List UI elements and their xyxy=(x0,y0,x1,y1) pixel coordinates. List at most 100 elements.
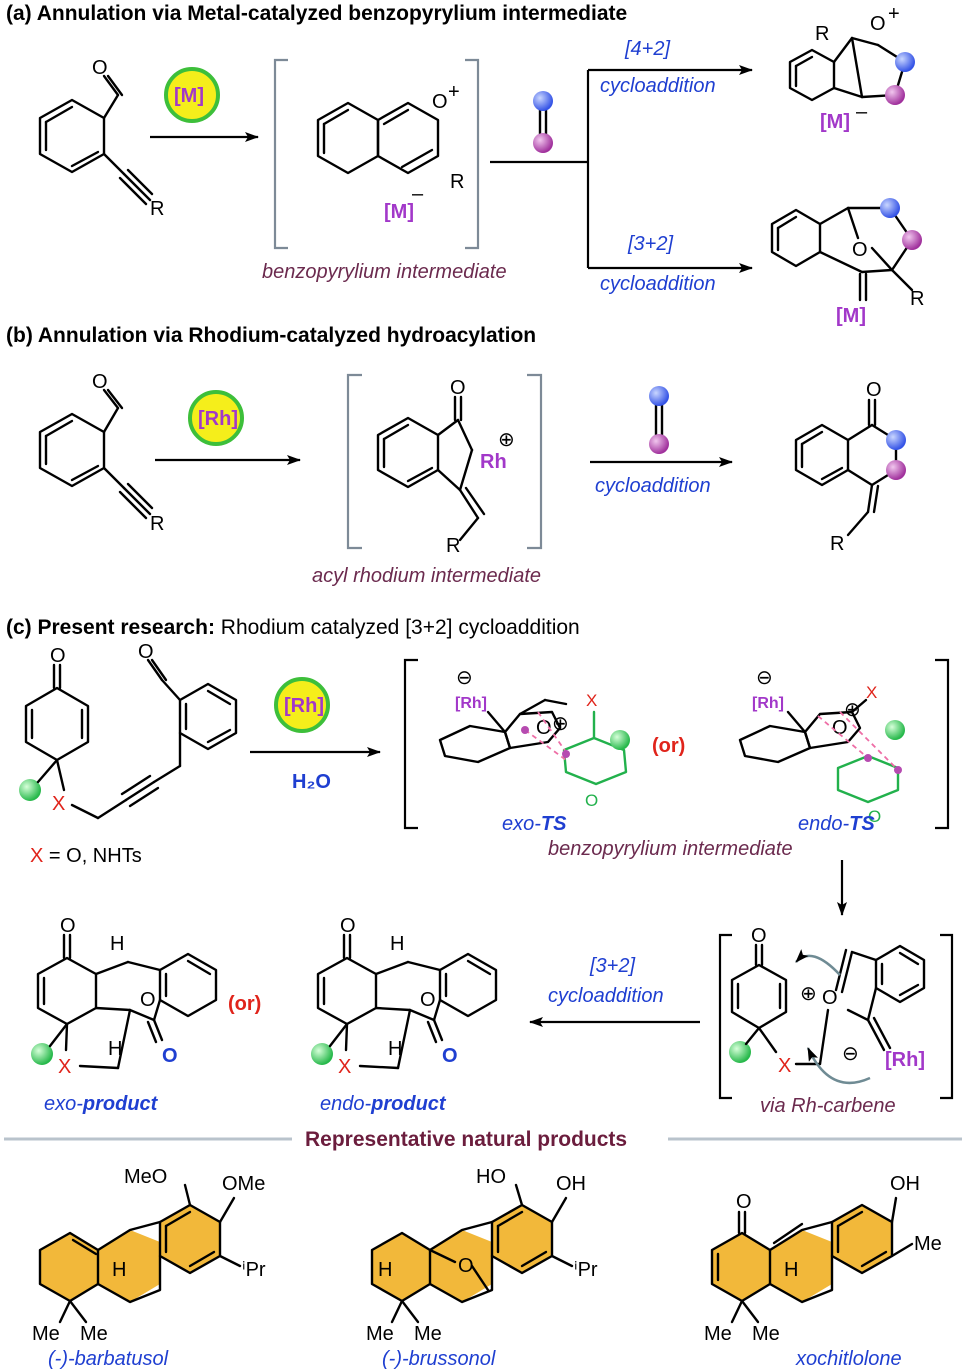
h-atom: H xyxy=(112,1259,126,1281)
methyl-right: Me xyxy=(752,1323,780,1345)
x-atom: X xyxy=(778,1055,791,1077)
metal-label: [M] xyxy=(836,305,866,327)
bracket-left-carbene xyxy=(718,933,732,1100)
r-group: R xyxy=(830,533,844,555)
aldehyde-o: O xyxy=(138,641,154,663)
r-group: R xyxy=(910,288,924,310)
alkynyl-benzaldehyde-a: O R xyxy=(38,57,164,220)
enone-o: O xyxy=(868,807,881,826)
plus-circle: ⊕ xyxy=(844,699,861,721)
h-atom-bottom: H xyxy=(388,1038,402,1060)
section-a-title: (a) Annulation via Metal-catalyzed benzo… xyxy=(6,2,627,25)
methyl-left: Me xyxy=(366,1323,394,1345)
endo-ts-bold: TS xyxy=(849,813,875,835)
endo-ts-prefix: endo- xyxy=(798,813,849,835)
charge-plus: + xyxy=(448,81,460,103)
methyl-left: Me xyxy=(704,1323,732,1345)
methoxy-right: OMe xyxy=(222,1173,265,1195)
brussonol-structure: HO OH ⁱPr Me Me H O xyxy=(366,1166,598,1345)
h-atom-bottom: H xyxy=(108,1038,122,1060)
enone-o: O xyxy=(585,791,598,810)
carbonyl-o-blue: O xyxy=(162,1045,178,1067)
benzopyrylium-label-a: benzopyrylium intermediate xyxy=(262,261,507,283)
exo-ts-bold: TS xyxy=(541,813,567,835)
upper-arrow-label-bottom: cycloaddition xyxy=(600,75,716,97)
section-b-title: (b) Annulation via Rhodium-catalyzed hyd… xyxy=(6,324,536,347)
ketone-o: O xyxy=(340,915,356,937)
pyrylium-o: O xyxy=(432,91,448,113)
x-values: = O, NHTs xyxy=(43,845,141,867)
catalyst-m: [M] xyxy=(174,85,204,107)
lower-arrow-label-bottom: cycloaddition xyxy=(600,273,716,295)
exo-ts-structure: ⊖ [Rh] O ⊕ X O xyxy=(438,667,630,810)
carbene-label: via Rh-carbene xyxy=(760,1095,896,1117)
methoxy-left: MeO xyxy=(124,1166,167,1188)
brussonol-label: (-)-brussonol xyxy=(382,1348,496,1370)
dipolarophile-b xyxy=(649,386,669,454)
r-group: R xyxy=(450,171,464,193)
charge-minus: – xyxy=(412,183,424,205)
reagent-water: H₂O xyxy=(292,771,331,793)
bridge-o: O xyxy=(420,989,436,1011)
x-symbol: X xyxy=(30,845,43,867)
xochitlolone-label: xochitlolone xyxy=(795,1348,902,1370)
endo-product-prefix: endo- xyxy=(320,1093,371,1115)
endo-ts-label: endo-TS xyxy=(798,813,875,835)
oxonium-o: O xyxy=(536,717,552,739)
minus-circle: ⊖ xyxy=(842,1043,859,1065)
bridge-o: O xyxy=(852,239,868,261)
rhodium-catalyst-badge-c: [Rh] xyxy=(274,677,330,733)
x-atom: X xyxy=(866,683,877,702)
oxonium-o: O xyxy=(832,717,848,739)
alkynyl-benzaldehyde-b: O R xyxy=(38,371,164,535)
ketone-o: O xyxy=(736,1191,752,1213)
bracket-left-a xyxy=(273,58,288,250)
rh-bracket: [Rh] xyxy=(752,695,784,712)
charge-plus-circle: ⊕ xyxy=(498,429,515,451)
section-c-title: (c) Present research: Rhodium catalyzed … xyxy=(6,616,580,639)
x-atom: X xyxy=(52,793,65,815)
natural-products-heading: Representative natural products xyxy=(305,1128,627,1151)
bracket-right-a xyxy=(465,58,480,250)
r-group: R xyxy=(446,535,460,557)
section-c-title-rest: Rhodium catalyzed [3+2] cycloaddition xyxy=(215,616,580,639)
r-group: R xyxy=(150,513,164,535)
carbonyl-o-blue: O xyxy=(442,1045,458,1067)
metal-label: [M] xyxy=(820,111,850,133)
exo-product-structure: O X O H H O xyxy=(31,915,218,1078)
minus-circle: ⊖ xyxy=(756,667,773,689)
ketone-o: O xyxy=(60,915,76,937)
ketone-o: O xyxy=(50,645,66,667)
h-atom-top: H xyxy=(390,933,404,955)
bracket-right-carbene xyxy=(940,933,954,1100)
metal-label: [M] xyxy=(384,201,414,223)
aldehyde-o: O xyxy=(92,57,108,79)
methyl-aryl: Me xyxy=(914,1233,942,1255)
hydroxy-right: OH xyxy=(556,1173,586,1195)
arrow-split-a xyxy=(490,70,590,268)
rh-bracket: [Rh] xyxy=(455,695,487,712)
endo-product-structure: O X O H H O xyxy=(311,915,498,1078)
section-c-title-bold: (c) Present research: xyxy=(6,616,215,639)
benzopyrylium-label-c: benzopyrylium intermediate xyxy=(548,838,793,860)
plus-circle: ⊕ xyxy=(800,983,817,1005)
methyl-left: Me xyxy=(32,1323,60,1345)
endo-product-label: endo-product xyxy=(320,1093,447,1115)
exo-ts-prefix: exo- xyxy=(502,813,541,835)
cycloaddition-label-b: cycloaddition xyxy=(595,475,711,497)
rh-bracket: [Rh] xyxy=(885,1049,925,1071)
catalyst-rh: [Rh] xyxy=(198,408,238,430)
xochitlolone-structure: O OH Me Me Me H xyxy=(704,1173,942,1345)
exo-ts-label: exo-TS xyxy=(502,813,567,835)
bracket-left-b xyxy=(346,373,362,550)
exo-product-label: exo-product xyxy=(44,1093,159,1115)
endo-product-bold: product xyxy=(370,1093,447,1115)
hydroxy-left: HO xyxy=(476,1166,506,1188)
charge-minus: – xyxy=(856,101,868,123)
x-atom: X xyxy=(586,691,597,710)
metal-catalyst-badge: [M] xyxy=(164,67,220,123)
product-3-2: O R [M] xyxy=(770,198,924,327)
charge-plus: + xyxy=(888,3,900,25)
arrow-label-bottom: cycloaddition xyxy=(548,985,664,1007)
